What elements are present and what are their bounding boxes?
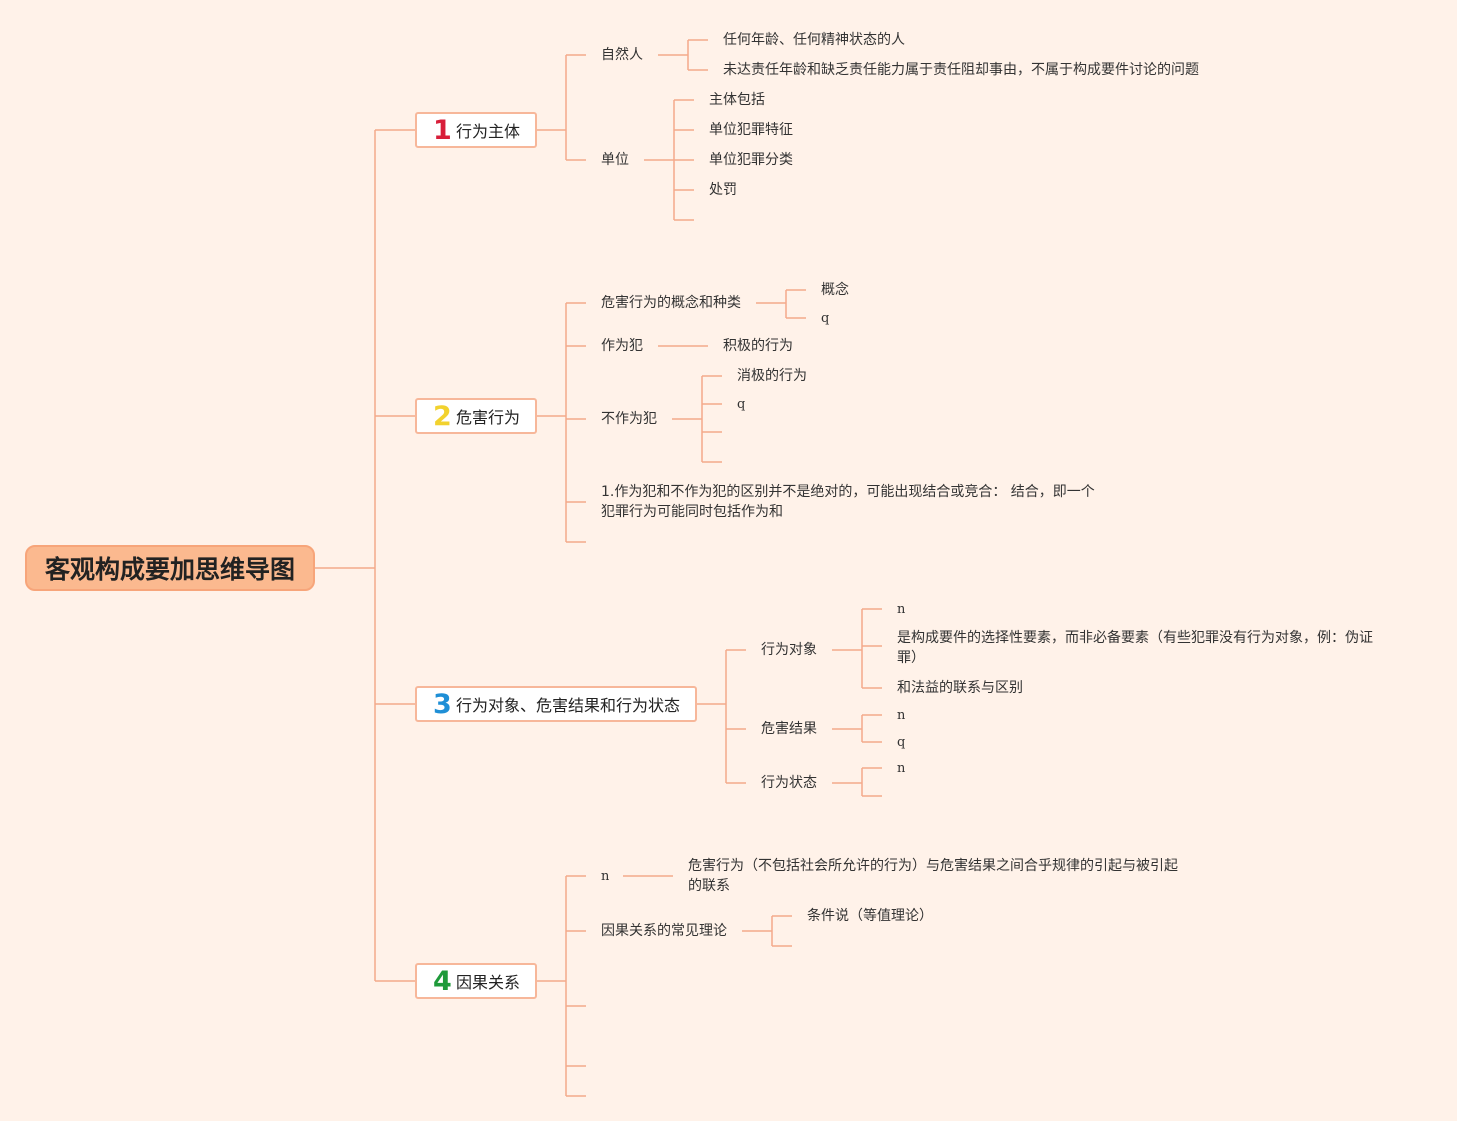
branch-label: 因果关系 [456,973,521,992]
topic-distinction-note[interactable]: 1.作为犯和不作为犯的区别并不是绝对的，可能出现结合或竞合： 结合，即一个犯罪行… [601,484,1095,520]
topic-legal-interest[interactable]: 和法益的联系与区别 [897,680,1023,696]
topic-placeholder-n[interactable]: n [897,708,906,723]
branch-harmful-act[interactable]: 2 危害行为 [415,398,537,434]
topic-act-concept[interactable]: 危害行为的概念和种类 [601,295,741,311]
topic-any-age[interactable]: 任何年龄、任何精神状态的人 [723,32,905,48]
branch-causation[interactable]: 4 因果关系 [415,963,537,999]
topic-placeholder-n[interactable]: n [601,869,610,884]
topic-causation-theories[interactable]: 因果关系的常见理论 [601,923,727,939]
number-badge-1: 1 [433,114,452,146]
topic-concept[interactable]: 概念 [821,282,849,298]
topic-unit[interactable]: 单位 [601,152,629,168]
topic-unit-features[interactable]: 单位犯罪特征 [709,122,793,138]
topic-placeholder-q[interactable]: q [897,735,906,750]
topic-unit-punishment[interactable]: 处罚 [709,182,737,198]
branch-label: 危害行为 [456,408,521,427]
topic-placeholder-q[interactable]: q [821,311,830,326]
topic-negative-act[interactable]: 消极的行为 [737,368,807,384]
topic-placeholder-q[interactable]: q [737,397,746,412]
topic-natural-person[interactable]: 自然人 [601,47,643,63]
topic-unit-types[interactable]: 单位犯罪分类 [709,152,793,168]
topic-optional-element[interactable]: 是构成要件的选择性要素，而非必备要素（有些犯罪没有行为对象，例：伪证罪） [897,630,1373,666]
topic-condition-theory[interactable]: 条件说（等值理论） [807,908,933,924]
topic-causation-definition[interactable]: 危害行为（不包括社会所允许的行为）与危害结果之间合乎规律的引起与被引起的联系 [688,858,1178,894]
topic-unit-subjects[interactable]: 主体包括 [709,92,765,108]
branch-label: 行为对象、危害结果和行为状态 [456,696,681,715]
number-badge-2: 2 [433,400,452,432]
topic-omission[interactable]: 不作为犯 [601,411,657,427]
branch-actor[interactable]: 1 行为主体 [415,112,537,148]
topic-placeholder-n[interactable]: n [897,761,906,776]
branch-object-result-state[interactable]: 3 行为对象、危害结果和行为状态 [415,686,697,722]
topic-act-state[interactable]: 行为状态 [761,775,817,791]
number-badge-3: 3 [433,688,452,720]
topic-positive-act[interactable]: 积极的行为 [723,338,793,354]
root-topic[interactable]: 客观构成要加思维导图 [25,545,315,591]
topic-act-object[interactable]: 行为对象 [761,642,817,658]
branch-label: 行为主体 [456,122,521,141]
topic-placeholder-n[interactable]: n [897,602,906,617]
topic-responsibility-note[interactable]: 未达责任年龄和缺乏责任能力属于责任阻却事由，不属于构成要件讨论的问题 [723,62,1199,78]
topic-commission[interactable]: 作为犯 [601,338,643,354]
number-badge-4: 4 [433,965,452,997]
topic-harmful-result[interactable]: 危害结果 [761,721,817,737]
